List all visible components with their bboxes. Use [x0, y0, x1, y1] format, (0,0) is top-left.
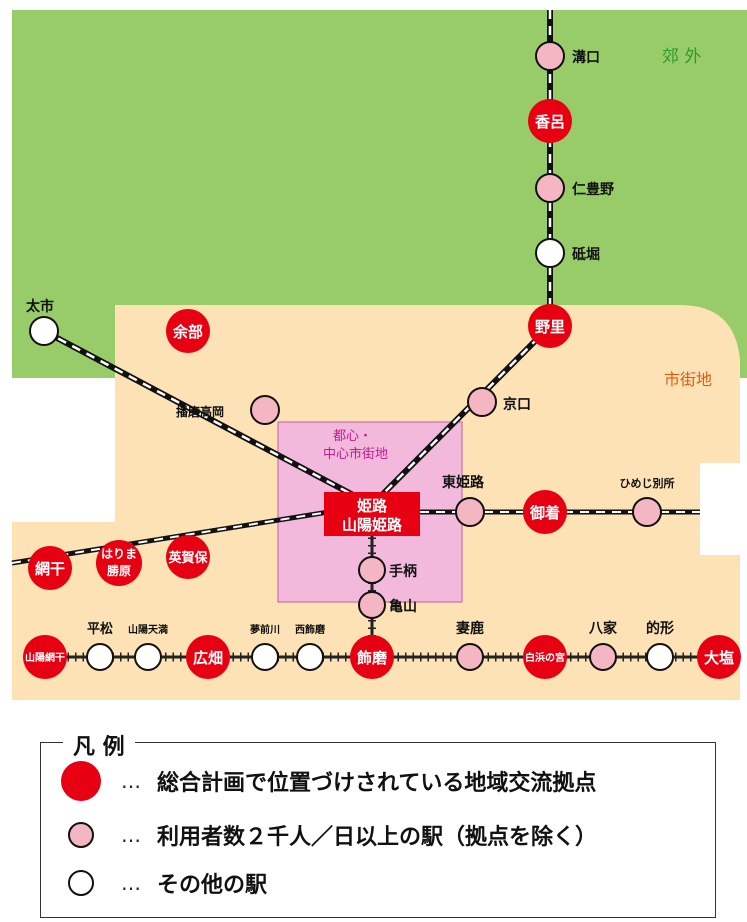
- station-nishi-shikama[interactable]: 西飾磨: [295, 623, 326, 671]
- station-label: ひめじ別所: [620, 476, 675, 490]
- station-label: 的形: [646, 620, 674, 637]
- station-label: 山陽天満: [128, 623, 168, 636]
- legend-dots: …: [121, 769, 143, 793]
- station-label-1: はりま: [101, 547, 137, 561]
- station-label: 播磨高岡: [176, 404, 224, 419]
- downtown-label-2: 中心市街地: [323, 446, 388, 462]
- station-label: 妻鹿: [456, 620, 484, 637]
- station-label: 余部: [172, 323, 203, 341]
- station-kouro[interactable]: 香呂: [528, 99, 572, 143]
- station-label-2: 勝原: [107, 563, 131, 578]
- station-kyoguchi[interactable]: 京口: [467, 387, 531, 417]
- downtown-label-1: 都心・: [333, 429, 372, 444]
- station-himeji-bessho[interactable]: ひめじ別所: [620, 476, 675, 527]
- station-nibuno[interactable]: 仁豊野: [535, 173, 614, 203]
- hub-station-symbol: [59, 759, 103, 803]
- station-label-himeji-1: 姫路: [357, 497, 388, 515]
- station-label-himeji-2: 山陽姫路: [342, 516, 403, 534]
- station-shirahama-no-miya[interactable]: 白浜の宮: [523, 635, 567, 679]
- station-label: 手柄: [389, 563, 417, 580]
- station-label: 西飾磨: [295, 623, 326, 636]
- station-label: 京口: [503, 396, 531, 413]
- station-sanyo-aboshi[interactable]: 山陽網干: [23, 635, 67, 679]
- station-label: 平松: [87, 621, 113, 637]
- station-label: 夢前川: [250, 623, 280, 636]
- station-shikama[interactable]: 飾磨: [350, 635, 394, 679]
- station-yaka[interactable]: 八家: [588, 620, 618, 671]
- station-label: 山陽網干: [25, 651, 65, 664]
- station-label: 大塩: [704, 649, 734, 667]
- city-label: 市街地: [664, 370, 712, 389]
- station-label: 白浜の宮: [525, 651, 565, 664]
- station-label: 野里: [535, 318, 565, 336]
- station-sanyo-tenma[interactable]: 山陽天満: [128, 623, 168, 671]
- station-hiramatsu[interactable]: 平松: [86, 621, 114, 671]
- legend-dots: …: [121, 823, 143, 847]
- station-label: 八家: [588, 620, 618, 637]
- station-harima-katsuhara[interactable]: はりま 勝原: [96, 540, 142, 586]
- station-nozato[interactable]: 野里: [528, 304, 572, 348]
- station-label: 仁豊野: [572, 181, 614, 198]
- station-label: 英賀保: [167, 550, 208, 566]
- station-yumesakigawa[interactable]: 夢前川: [250, 623, 280, 671]
- station-label: 太市: [26, 298, 54, 315]
- station-taichi[interactable]: 太市: [26, 298, 59, 346]
- suburb-label: 郊 外: [662, 47, 701, 67]
- station-label: 香呂: [535, 113, 565, 131]
- station-label: 砥堀: [572, 246, 600, 263]
- station-label: 網干: [35, 560, 65, 578]
- station-hirohata[interactable]: 広畑: [186, 635, 230, 679]
- station-label: 御着: [529, 504, 560, 522]
- station-mizomaguchi[interactable]: 溝口: [535, 41, 600, 71]
- station-label: 広畑: [193, 649, 223, 667]
- station-agaho[interactable]: 英賀保: [166, 535, 210, 579]
- station-oshio[interactable]: 大塩: [697, 635, 741, 679]
- station-gochaku[interactable]: 御着: [523, 490, 567, 534]
- station-himeji[interactable]: 姫路 山陽姫路: [324, 492, 420, 536]
- station-aboshi[interactable]: 網干: [28, 546, 72, 590]
- station-label: 溝口: [572, 49, 600, 66]
- line-kishin: [42, 328, 374, 508]
- station-tohori[interactable]: 砥堀: [535, 238, 600, 268]
- station-label: 東姫路: [442, 474, 485, 491]
- other-station-symbol: [59, 861, 103, 905]
- legend-major-text: 利用者数２千人／日以上の駅（拠点を除く）: [157, 825, 598, 850]
- station-tegara[interactable]: 手柄: [358, 556, 417, 584]
- legend-hub-text: 総合計画で位置づけされている地域交流拠点: [157, 771, 597, 796]
- station-matogata[interactable]: 的形: [646, 620, 674, 671]
- legend-title: 凡 例: [63, 729, 135, 761]
- station-higashi-himeji[interactable]: 東姫路: [442, 474, 485, 527]
- major-station-symbol: [59, 813, 103, 857]
- station-mega[interactable]: 妻鹿: [456, 620, 484, 671]
- station-label: 亀山: [389, 598, 417, 615]
- legend-row-hub: … 総合計画で位置づけされている地域交流拠点: [59, 759, 596, 803]
- legend-row-other: … その他の駅: [59, 861, 267, 905]
- legend: 凡 例 … 総合計画で位置づけされている地域交流拠点 … 利用者数２千人／日以上…: [40, 729, 716, 918]
- legend-other-text: その他の駅: [157, 873, 268, 898]
- station-harima-takaoka[interactable]: 播磨高岡: [176, 395, 280, 425]
- station-kameyama[interactable]: 亀山: [358, 591, 417, 619]
- station-label: 飾磨: [357, 649, 388, 667]
- legend-row-major: … 利用者数２千人／日以上の駅（拠点を除く）: [59, 813, 597, 857]
- station-yobe[interactable]: 余部: [166, 309, 210, 353]
- legend-dots: …: [121, 871, 143, 895]
